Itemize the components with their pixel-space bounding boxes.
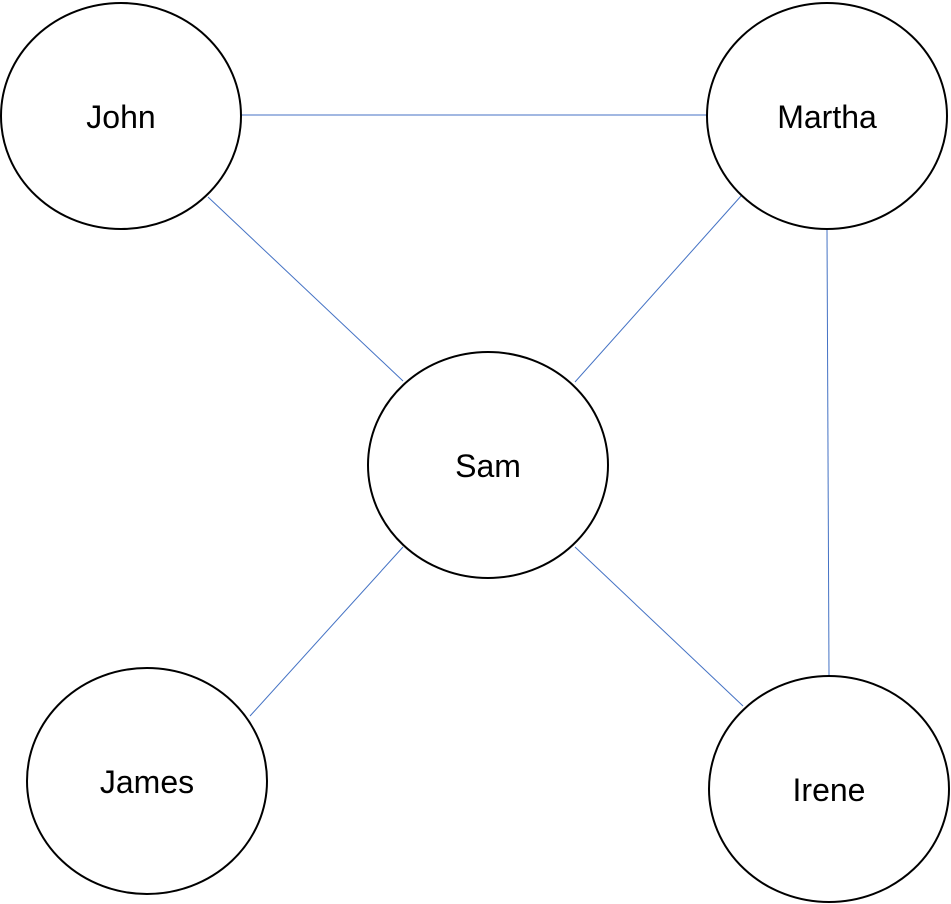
edge-sam-james (249, 546, 404, 717)
node-martha: Martha (706, 2, 948, 230)
edges-layer (207, 114, 830, 717)
edge-sam-irene (574, 546, 744, 707)
node-label-martha: Martha (777, 99, 877, 135)
edge-john-sam (207, 196, 404, 382)
node-label-irene: Irene (793, 772, 866, 808)
node-james: James (26, 667, 268, 895)
node-label-john: John (86, 99, 155, 135)
node-label-sam: Sam (455, 448, 521, 484)
node-circle-sam (367, 351, 609, 579)
node-sam: Sam (367, 351, 609, 579)
node-john: John (0, 2, 242, 230)
edge-martha-sam (574, 195, 742, 383)
node-irene: Irene (708, 675, 950, 903)
node-circle-james (26, 667, 268, 895)
edge-martha-irene (826, 228, 830, 677)
node-label-james: James (100, 764, 194, 800)
node-circle-martha (706, 2, 948, 230)
node-circle-john (0, 2, 242, 230)
node-circle-irene (708, 675, 950, 903)
